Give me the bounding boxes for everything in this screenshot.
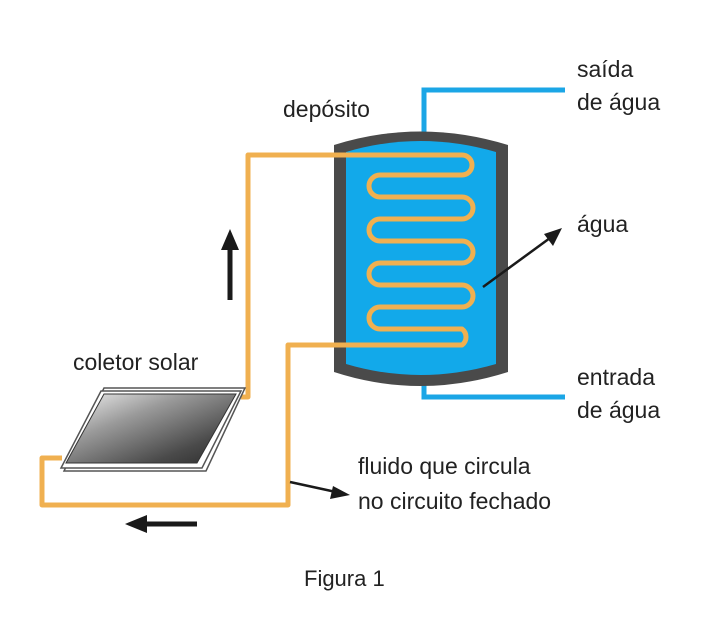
outlet-label-line1: saída: [577, 56, 633, 82]
fluid-pointer-shaft: [289, 480, 337, 494]
water-label: água: [577, 211, 628, 237]
outlet-label-line2: de água: [577, 89, 660, 115]
fluid-circuit-pipe: [39, 152, 476, 508]
solar-collector: [59, 387, 247, 472]
inlet-label-line2: de água: [577, 397, 660, 423]
water-pointer-arrow: [482, 228, 562, 289]
fluid-pointer-arrow: [289, 480, 350, 499]
collector-label: coletor solar: [73, 349, 199, 375]
water-pointer-head: [544, 228, 562, 246]
water-outlet-pipe: [421, 87, 565, 137]
fluid-pointer-head: [330, 486, 350, 499]
upward-flow-arrow: [221, 229, 239, 300]
fluid-label-line1: fluido que circula: [358, 453, 531, 479]
upward-arrow-head: [221, 229, 239, 250]
leftward-arrow-head: [125, 515, 147, 533]
fluid-label-line2: no circuito fechado: [358, 488, 551, 514]
leftward-flow-arrow: [125, 515, 197, 533]
tank-label: depósito: [283, 96, 370, 122]
water-pointer-shaft: [482, 236, 551, 289]
figure-caption: Figura 1: [304, 566, 385, 591]
inlet-label-line1: entrada: [577, 364, 655, 390]
collector-panel: [65, 393, 237, 464]
